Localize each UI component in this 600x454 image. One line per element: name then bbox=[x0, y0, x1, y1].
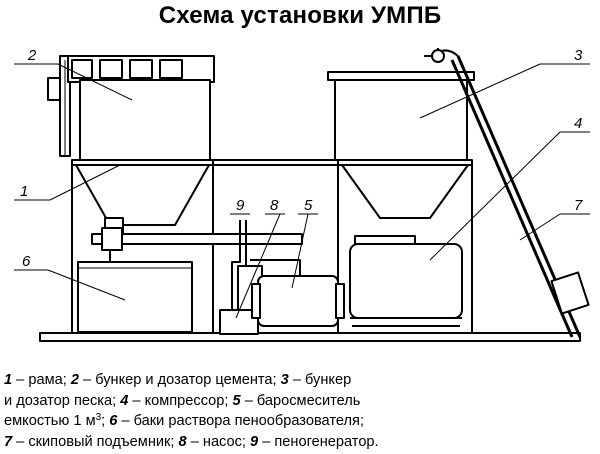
cement-bunker bbox=[67, 55, 215, 161]
label-3: 3 bbox=[574, 47, 583, 64]
umpb-installation-diagram: 2 3 1 4 6 7 9 8 5 bbox=[14, 47, 590, 342]
superscript-3: 3 bbox=[95, 412, 102, 423]
legend-text: ; bbox=[101, 413, 110, 429]
compressor bbox=[349, 235, 463, 327]
legend-text: – насос; bbox=[186, 433, 251, 450]
legend-num: 5 bbox=[232, 392, 241, 409]
barosmixer bbox=[251, 275, 345, 327]
legend-text: емкостью 1 м bbox=[4, 413, 96, 429]
leader-lines bbox=[14, 63, 590, 319]
label-1: 1 bbox=[20, 183, 28, 200]
legend: 1 – рама; 2 – бункер и дозатор цемента; … bbox=[4, 370, 598, 452]
legend-num: 7 bbox=[4, 433, 13, 450]
label-4: 4 bbox=[574, 115, 582, 132]
sand-bunker bbox=[327, 71, 475, 161]
legend-text: – баки раствора пенообразователя; bbox=[117, 413, 364, 429]
legend-text: – пеногенератор. bbox=[258, 433, 379, 450]
legend-text: – рама; bbox=[12, 372, 71, 388]
legend-num: 1 bbox=[4, 372, 13, 388]
legend-text: – компрессор; bbox=[128, 392, 233, 409]
diagram-title: Схема установки УМПБ bbox=[158, 2, 442, 29]
skip-hoist bbox=[424, 48, 590, 338]
legend-num: 3 bbox=[280, 372, 289, 388]
cement-hopper-funnel bbox=[75, 164, 210, 241]
foam-solution-tank bbox=[77, 261, 193, 333]
legend-num: 9 bbox=[250, 433, 259, 450]
legend-num: 8 bbox=[178, 433, 187, 450]
label-9: 9 bbox=[236, 197, 245, 214]
left-post bbox=[47, 55, 71, 157]
legend-text: – скиповый подъемник; bbox=[12, 433, 179, 450]
label-8: 8 bbox=[270, 197, 279, 214]
screw-conveyor bbox=[91, 227, 303, 262]
legend-num: 6 bbox=[109, 413, 118, 429]
legend-num: 2 bbox=[70, 372, 79, 388]
sand-hopper-funnel bbox=[341, 164, 469, 219]
foam-generator bbox=[231, 220, 301, 312]
legend-line-4: 7 – скиповый подъемник; 8 – насос; 9 – п… bbox=[4, 432, 598, 453]
label-6: 6 bbox=[22, 253, 31, 270]
legend-text: – бункер и дозатор цемента; bbox=[78, 372, 281, 388]
legend-line-1: 1 – рама; 2 – бункер и дозатор цемента; … bbox=[4, 370, 598, 391]
legend-text: – баросмеситель bbox=[240, 392, 361, 409]
legend-num: 4 bbox=[120, 392, 129, 409]
legend-text: – бункер bbox=[288, 372, 352, 388]
legend-line-3: емкостью 1 м3; 6 – баки раствора пенообр… bbox=[4, 411, 598, 432]
legend-line-2: и дозатор песка; 4 – компрессор; 5 – бар… bbox=[4, 391, 598, 412]
legend-text: и дозатор песка; bbox=[4, 392, 121, 409]
label-5: 5 bbox=[304, 197, 313, 214]
label-2: 2 bbox=[27, 47, 37, 64]
label-7: 7 bbox=[574, 197, 583, 214]
main-frame bbox=[39, 159, 581, 342]
